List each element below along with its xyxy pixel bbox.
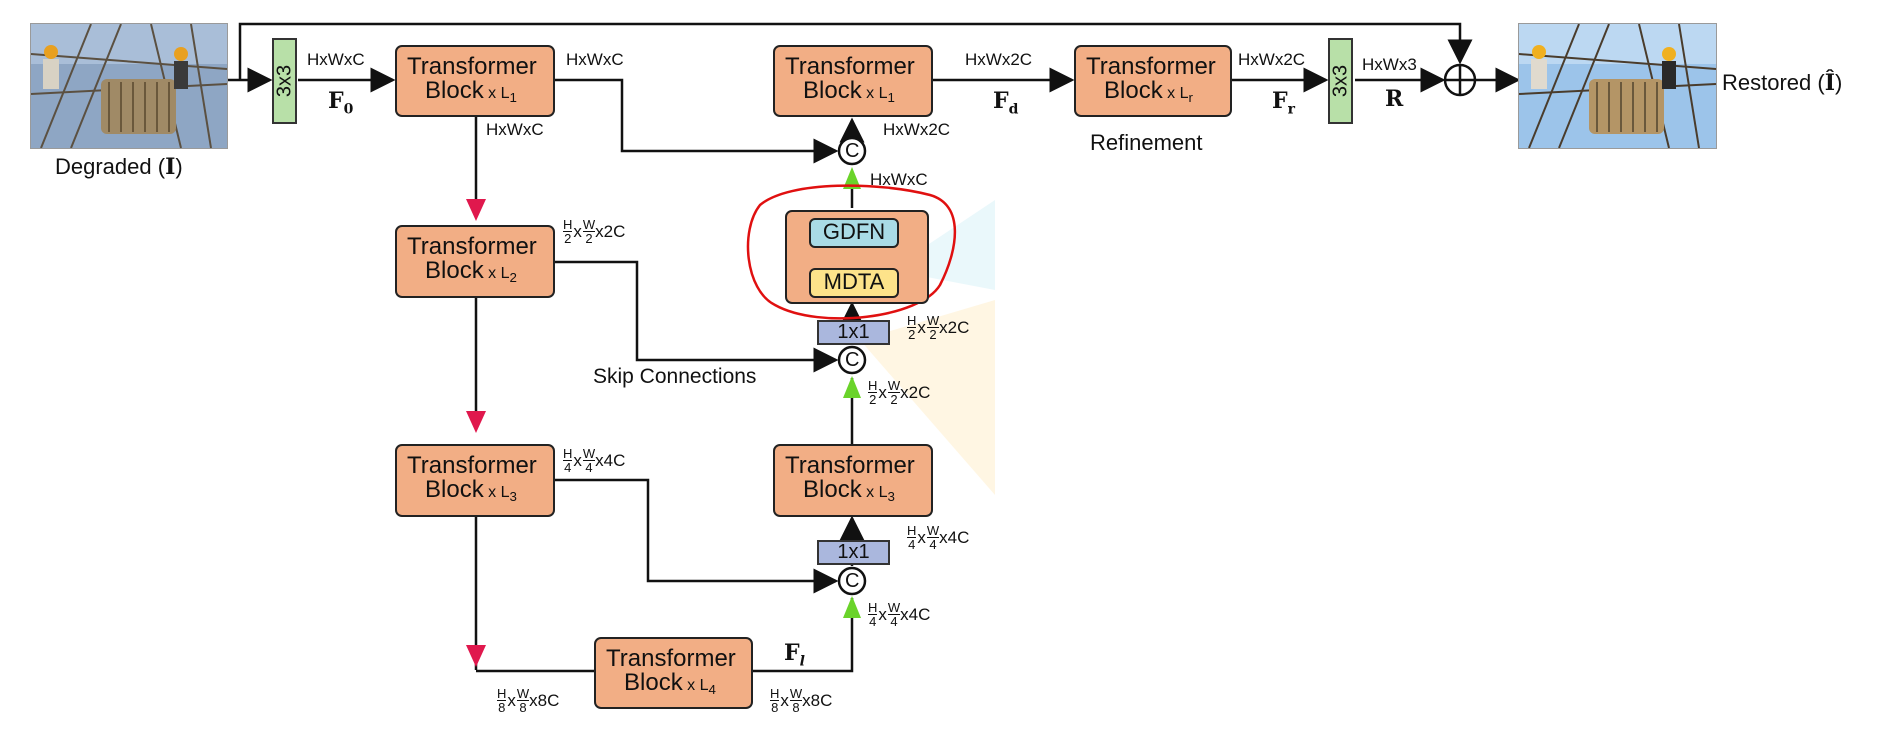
up-arrow-2 xyxy=(843,376,861,398)
mdta-module: MDTA xyxy=(809,268,899,298)
dim-dec1-out: HxWx2C xyxy=(965,50,1033,69)
symbol-f0: F0 xyxy=(328,88,354,118)
output-label: Restored (Î) xyxy=(1722,70,1843,96)
encoder-block-level2: Transformer Block x L2 xyxy=(395,225,555,298)
encoder-block-level3: Transformer Block x L3 xyxy=(395,444,555,517)
input-conv3x3: 3x3 xyxy=(272,38,297,124)
down-arrow-2 xyxy=(466,411,486,433)
skip-level3-line xyxy=(555,478,839,594)
encoder-block-level1: Transformer Block x L1 xyxy=(395,45,555,117)
concat-low-label: C xyxy=(845,570,860,592)
zoom-fan-bottom xyxy=(860,300,995,495)
concat-top xyxy=(837,136,867,166)
symbol-fl: Fl xyxy=(784,640,805,670)
dim-output: HxWx3 xyxy=(1362,55,1417,74)
degraded-photo xyxy=(31,24,227,148)
skip-level2-line xyxy=(555,260,839,373)
symbol-fd: Fd xyxy=(993,88,1019,118)
concat-mid-label: C xyxy=(845,349,860,371)
output-conv3x3: 3x3 xyxy=(1328,38,1353,124)
up-arrow-1 xyxy=(843,167,861,189)
refinement-block: Transformer Block x Lr xyxy=(1074,45,1232,117)
down-arrow-1 xyxy=(466,199,486,221)
latent-block: Transformer Block x L4 xyxy=(594,637,753,709)
dim-after-conv: HxWxC xyxy=(307,50,365,69)
latent-up-line xyxy=(753,598,854,673)
conv1x1-mid: 1x1 xyxy=(817,540,890,565)
gdfn-module: GDFN xyxy=(809,218,899,248)
skip-level1-line xyxy=(555,78,839,164)
symbol-fr: Fr xyxy=(1272,88,1296,118)
dim-enc1-down: HxWxC xyxy=(486,120,544,139)
dim-refine-out: HxWx2C xyxy=(1238,50,1306,69)
degraded-input-image xyxy=(30,23,228,149)
decoder-block-level1: Transformer Block x L1 xyxy=(773,45,933,117)
input-label: Degraded (I) xyxy=(55,154,183,180)
down-arrow-3 xyxy=(466,645,486,667)
highlight-ellipse xyxy=(746,184,957,320)
dim-dec1-in: HxWx2C xyxy=(883,120,951,139)
concat-mid xyxy=(837,345,867,375)
dim-detail-out: HxWxC xyxy=(870,170,928,189)
skip-connections-label: Skip Connections xyxy=(593,365,757,388)
dim-enc1-out: HxWxC xyxy=(566,50,624,69)
refinement-label: Refinement xyxy=(1090,130,1203,155)
restored-output-image xyxy=(1518,23,1717,149)
up-arrow-3 xyxy=(843,596,861,618)
concat-top-label: C xyxy=(845,140,860,162)
concat-low xyxy=(837,566,867,596)
decoder-block-level3: Transformer Block x L3 xyxy=(773,444,933,517)
restored-photo xyxy=(1519,24,1716,148)
symbol-r: R xyxy=(1385,86,1404,112)
global-residual-line xyxy=(238,22,1473,80)
conv1x1-top: 1x1 xyxy=(817,320,890,345)
